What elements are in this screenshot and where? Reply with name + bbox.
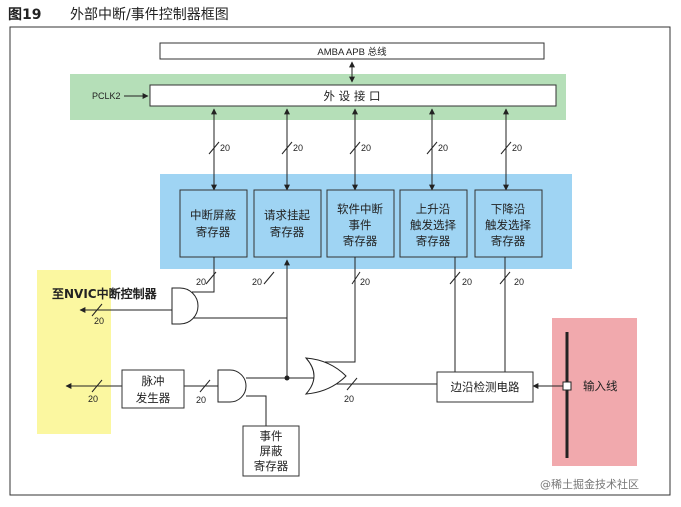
- edge-detect-label: 边沿检测电路: [451, 380, 520, 394]
- event-mask-line3: 寄存器: [254, 459, 289, 473]
- event-mask-line2: 屏蔽: [260, 444, 283, 458]
- software-interrupt-line3: 寄存器: [343, 234, 378, 248]
- bus-width-label-2: 20: [293, 143, 303, 153]
- rising-trigger-line1: 上升沿: [416, 202, 451, 216]
- software-interrupt-line1: 软件中断: [337, 202, 383, 216]
- outer-frame: [9, 26, 671, 496]
- rising-trigger-line3: 寄存器: [416, 234, 451, 248]
- pending-line2: 寄存器: [270, 225, 305, 239]
- bus-width-label-1: 20: [220, 143, 230, 153]
- bus-width-label-14: 20: [88, 394, 98, 404]
- amba-apb-label: AMBA APB 总线: [317, 46, 387, 58]
- bus-width-label-10: 20: [514, 277, 524, 287]
- falling-trigger-line3: 寄存器: [491, 234, 526, 248]
- falling-trigger-register: [474, 189, 543, 258]
- bus-width-label-3: 20: [361, 143, 371, 153]
- software-interrupt-register: [326, 189, 395, 258]
- event-or-gate: [304, 357, 347, 395]
- interrupt-mask-line2: 寄存器: [196, 225, 231, 239]
- input-line-label: 输入线: [583, 379, 618, 393]
- rising-trigger-line2: 触发选择: [410, 218, 456, 232]
- peripheral-interface: [149, 84, 557, 107]
- pulse-generator: [121, 369, 185, 409]
- figure-title: 外部中断/事件控制器框图: [70, 7, 229, 23]
- interrupt-mask-line1: 中断屏蔽: [190, 208, 236, 222]
- bus-width-label-7: 20: [252, 277, 262, 287]
- software-interrupt-line2: 事件: [349, 218, 372, 232]
- bus-width-label-9: 20: [462, 277, 472, 287]
- pclk2-label: PCLK2: [92, 91, 121, 101]
- peripheral-interface-label: 外 设 接 口: [324, 89, 381, 103]
- interrupt-and-gate: [171, 287, 199, 325]
- pending-register: [253, 189, 322, 258]
- watermark: @稀土掘金技术社区: [540, 477, 639, 491]
- bus-width-label-4: 20: [438, 143, 448, 153]
- bus-width-label-13: 20: [344, 394, 354, 404]
- figure-number: 图19: [8, 7, 42, 23]
- signal-junction: [284, 375, 290, 381]
- falling-trigger-line2: 触发选择: [485, 218, 531, 232]
- pending-line1: 请求挂起: [264, 208, 310, 222]
- pulse-generator-line1: 脉冲: [142, 374, 165, 388]
- input-line-node: [562, 381, 572, 391]
- pulse-generator-line2: 发生器: [136, 391, 171, 405]
- interrupt-mask-register: [179, 189, 248, 258]
- nvic-label: 至NVIC中断控制器: [52, 286, 158, 301]
- bus-width-label-12: 20: [196, 395, 206, 405]
- rising-trigger-register: [399, 189, 468, 258]
- nvic-region: [37, 270, 111, 434]
- edge-detect-circuit: [436, 371, 534, 403]
- bus-width-label-11: 20: [94, 316, 104, 326]
- interface-to-register-links: [208, 108, 512, 191]
- bus-width-label-5: 20: [512, 143, 522, 153]
- event-mask-line1: 事件: [260, 429, 283, 443]
- event-and-gate: [217, 369, 247, 403]
- bus-width-label-6: 20: [196, 277, 206, 287]
- falling-trigger-line1: 下降沿: [491, 202, 526, 216]
- bus-width-label-8: 20: [360, 277, 370, 287]
- amba-apb-bus: [159, 42, 545, 60]
- event-mask-register: [242, 425, 300, 477]
